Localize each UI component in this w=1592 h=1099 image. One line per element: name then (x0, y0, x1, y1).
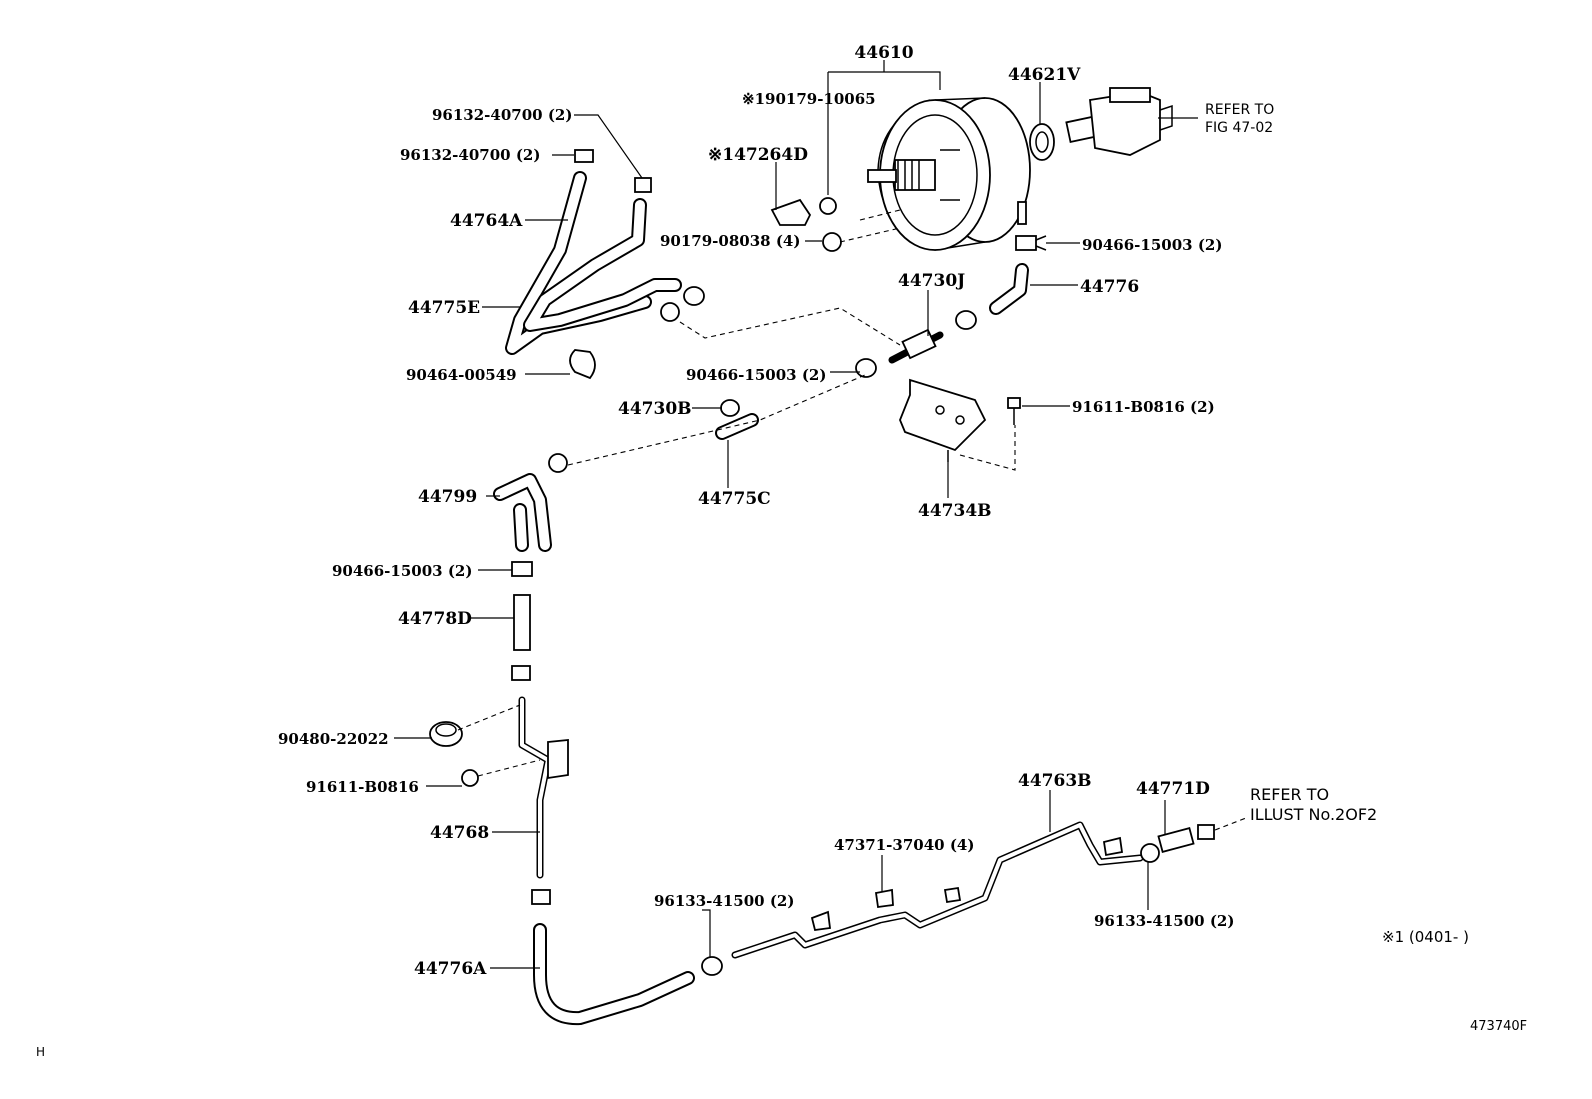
label-90466-15003-low: 90466-15003 (2) (332, 562, 472, 580)
figure-code: 473740F (1470, 1019, 1527, 1034)
check-valve-44730J (683, 286, 977, 364)
label-refer-illust-2: ILLUST No.2OF2 (1250, 805, 1377, 824)
label-44775E: 44775E (408, 298, 480, 318)
label-refer-fig-1: REFER TO (1205, 102, 1274, 118)
label-44734B: 44734B (918, 501, 992, 521)
label-91611-B0816: 91611-B0816 (306, 778, 419, 796)
dashed-connections (457, 209, 1247, 831)
label-96133-41500-b: 96133-41500 (2) (1094, 912, 1234, 930)
label-44768: 44768 (430, 823, 489, 843)
clamp-icon (1015, 235, 1047, 251)
label-refer-illust-1: REFER TO (1250, 785, 1329, 804)
label-90464-00549: 90464-00549 (406, 366, 517, 384)
label-91611-B0816-2: 91611-B0816 (2) (1072, 398, 1215, 416)
master-cylinder (1029, 87, 1173, 161)
label-147264D: ※147264D (708, 145, 808, 165)
leader-lines (394, 60, 1198, 969)
hose-44776A (533, 923, 695, 1026)
label-90466-15003-top: 90466-15003 (2) (1082, 236, 1222, 254)
corner-mark: H (36, 1045, 45, 1059)
label-44799: 44799 (418, 487, 477, 507)
label-44730B: 44730B (618, 399, 692, 419)
hose-44775C (715, 358, 877, 440)
pipe-44768 (461, 696, 569, 905)
label-44764A: 44764A (450, 211, 523, 231)
label-90480-22022: 90480-22022 (278, 730, 389, 748)
hose-44771D (1157, 824, 1215, 853)
label-90466-15003-mid: 90466-15003 (2) (686, 366, 826, 384)
label-44763B: 44763B (1018, 771, 1092, 791)
grommet-90480 (429, 721, 463, 747)
brake-booster (867, 97, 1031, 251)
hose-44799 (493, 453, 568, 577)
label-44776A: 44776A (414, 959, 487, 979)
label-90179-08038: 90179-08038 (4) (660, 232, 800, 250)
label-96132-40700-b: 96132-40700 (2) (400, 146, 540, 164)
label-refer-fig-2: FIG 47-02 (1205, 120, 1273, 136)
note-text: ※1 (0401- ) (1382, 928, 1469, 946)
label-44771D: 44771D (1136, 779, 1210, 799)
part-labels: 44610 ※190179-10065 ※147264D 90179-08038… (36, 43, 1527, 1059)
label-96133-41500-a: 96133-41500 (2) (654, 892, 794, 910)
hose-44776 (989, 263, 1029, 315)
booster-small-parts (770, 197, 1027, 252)
label-44778D: 44778D (398, 609, 472, 629)
label-47371-37040: 47371-37040 (4) (834, 836, 974, 854)
hose-44764A (505, 149, 682, 380)
pipe-44763B (701, 821, 1160, 976)
label-90179-10065: ※190179-10065 (742, 90, 876, 108)
hose-44778D (511, 594, 531, 681)
label-44610: 44610 (854, 43, 913, 63)
label-44775C: 44775C (698, 489, 771, 509)
label-44730J: 44730J (898, 271, 965, 291)
label-44621V: 44621V (1008, 65, 1081, 85)
bracket-44734B (899, 378, 1021, 462)
label-44776: 44776 (1080, 277, 1139, 297)
label-96132-40700-a: 96132-40700 (2) (432, 106, 572, 124)
